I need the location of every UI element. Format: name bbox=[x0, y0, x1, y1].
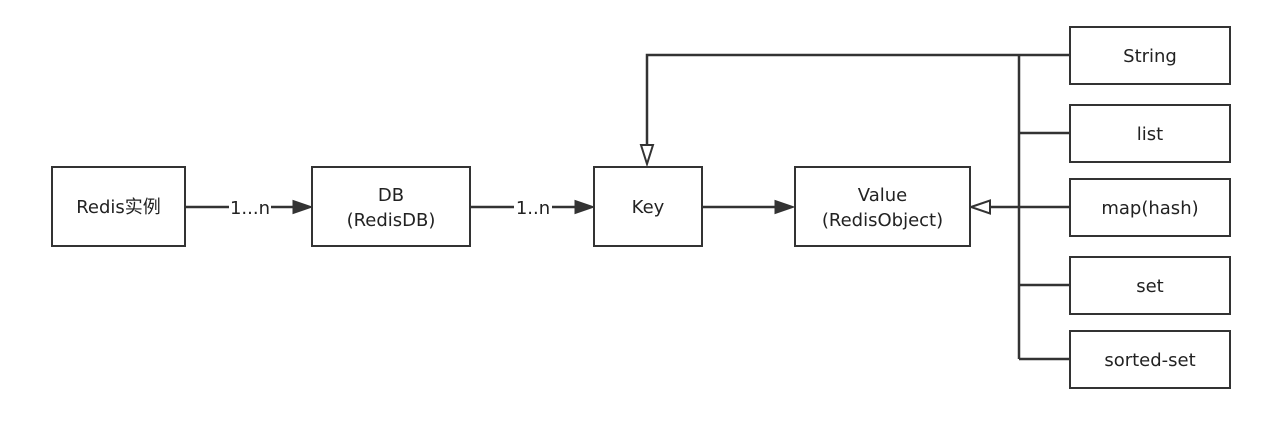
node-sorted-set: sorted-set bbox=[1069, 330, 1231, 389]
arrowhead-key-hollow bbox=[639, 144, 655, 168]
node-value-label-line2: (RedisObject) bbox=[822, 210, 943, 231]
node-value-label-line1: Value bbox=[858, 185, 907, 206]
node-db-label-line1: DB bbox=[378, 185, 404, 206]
edge-label-bg-instance-db bbox=[229, 196, 271, 218]
node-db: DB (RedisDB) bbox=[311, 166, 471, 247]
node-string-label: String bbox=[1123, 46, 1177, 67]
node-redis-instance-label: Redis实例 bbox=[76, 197, 161, 218]
arrowhead-key bbox=[574, 199, 596, 215]
node-redis-instance: Redis实例 bbox=[51, 166, 186, 247]
node-list: list bbox=[1069, 104, 1231, 163]
node-list-label: list bbox=[1137, 124, 1163, 145]
node-string: String bbox=[1069, 26, 1231, 85]
node-set: set bbox=[1069, 256, 1231, 315]
edge-label-db-to-key: 1..n bbox=[516, 198, 550, 219]
node-value: Value (RedisObject) bbox=[794, 166, 971, 247]
edge-label-bg-db-key bbox=[514, 196, 552, 218]
node-key: Key bbox=[593, 166, 703, 247]
edge-string-to-key bbox=[645, 53, 1070, 150]
node-map-hash-label: map(hash) bbox=[1101, 198, 1198, 219]
node-sorted-set-label: sorted-set bbox=[1104, 350, 1195, 371]
node-db-label-line2: (RedisDB) bbox=[347, 210, 436, 231]
arrowhead-value-hollow bbox=[967, 199, 991, 215]
node-set-label: set bbox=[1136, 276, 1164, 297]
arrowhead-db bbox=[292, 199, 314, 215]
node-map-hash: map(hash) bbox=[1069, 178, 1231, 237]
arrowhead-value bbox=[774, 199, 796, 215]
node-key-label: Key bbox=[632, 197, 665, 218]
edge-label-instance-to-db: 1...n bbox=[230, 198, 270, 219]
